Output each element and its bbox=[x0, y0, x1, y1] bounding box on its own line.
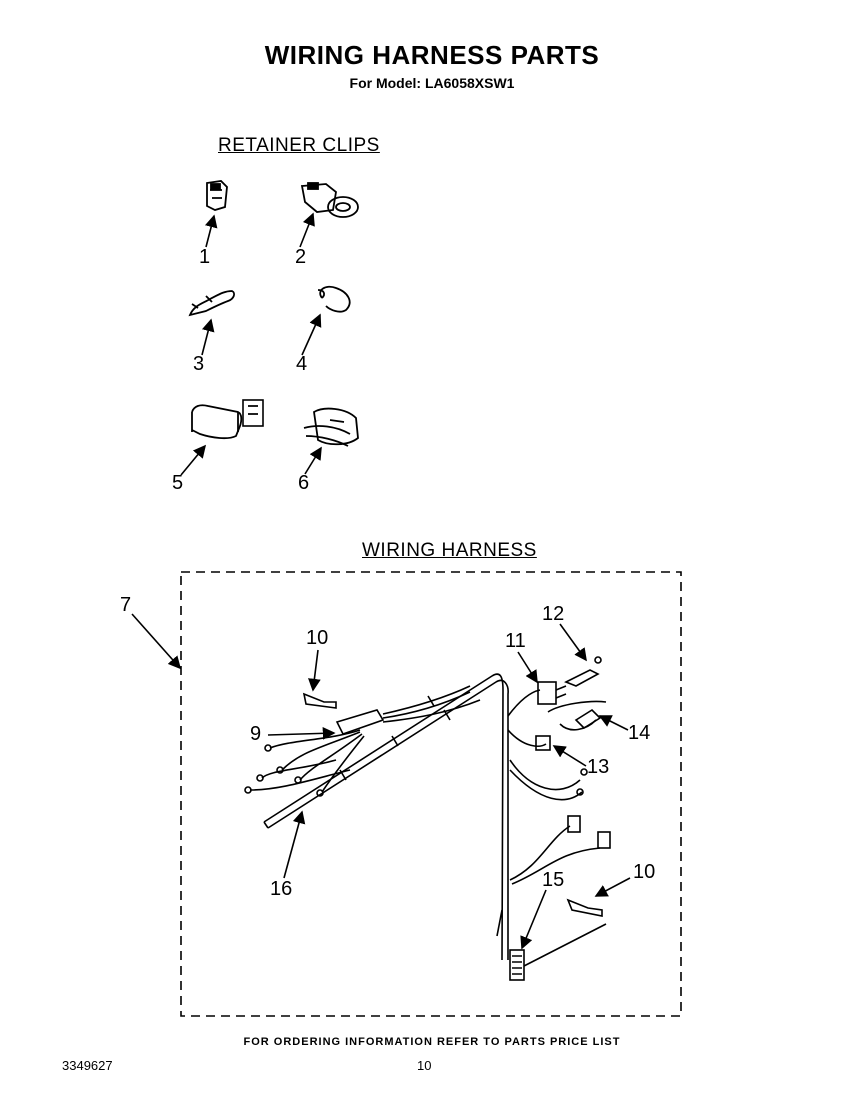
callout-15: 15 bbox=[542, 869, 565, 891]
clip-4-illustration bbox=[317, 285, 351, 313]
page-number: 10 bbox=[417, 1058, 432, 1073]
clip-5-label: 5 bbox=[172, 472, 184, 494]
harness-boundary bbox=[180, 571, 682, 1017]
callout-13: 13 bbox=[587, 756, 610, 778]
retainer-clips-heading: RETAINER CLIPS bbox=[218, 135, 380, 156]
clip-2-illustration bbox=[300, 182, 359, 218]
callout-16: 16 bbox=[270, 878, 293, 900]
wiring-harness-illustration bbox=[244, 656, 611, 981]
callout-10-right: 10 bbox=[633, 861, 656, 883]
wiring-harness-heading: WIRING HARNESS bbox=[362, 540, 537, 561]
callout-7: 7 bbox=[120, 594, 132, 616]
clip-4-label: 4 bbox=[296, 353, 308, 375]
clip-1-illustration bbox=[206, 180, 228, 211]
callout-12: 12 bbox=[542, 603, 565, 625]
callout-14: 14 bbox=[628, 722, 651, 744]
clip-6-illustration bbox=[303, 407, 359, 447]
callout-10-left: 10 bbox=[306, 627, 329, 649]
clip-3-label: 3 bbox=[193, 353, 205, 375]
clip-2-label: 2 bbox=[295, 246, 307, 268]
clip-3-illustration bbox=[188, 290, 235, 317]
callout-11: 11 bbox=[505, 630, 526, 652]
clip-1-label: 1 bbox=[199, 246, 211, 268]
model-subtitle: For Model: LA6058XSW1 bbox=[349, 75, 515, 91]
page-title: WIRING HARNESS PARTS bbox=[264, 40, 600, 70]
ordering-note: FOR ORDERING INFORMATION REFER TO PARTS … bbox=[243, 1036, 621, 1048]
clip-5-illustration bbox=[191, 399, 264, 440]
document-number: 3349627 bbox=[62, 1058, 113, 1073]
callout-9: 9 bbox=[250, 723, 262, 745]
clip-6-label: 6 bbox=[298, 472, 310, 494]
